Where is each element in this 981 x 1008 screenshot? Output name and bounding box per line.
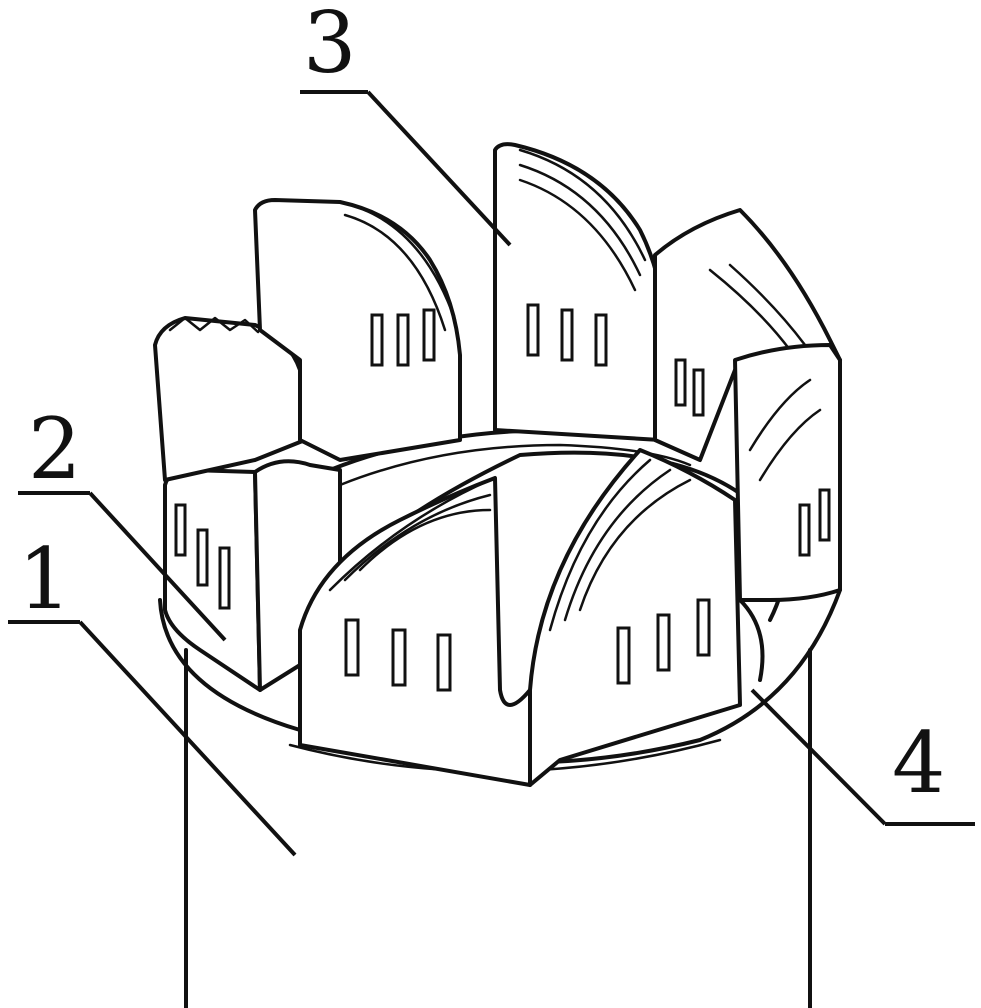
blade-right xyxy=(733,343,842,602)
slot xyxy=(391,628,407,687)
slot xyxy=(656,613,671,672)
slot xyxy=(396,313,410,367)
slot xyxy=(218,546,231,610)
slot xyxy=(196,528,209,587)
slot xyxy=(616,626,631,685)
callout-label-4: 4 xyxy=(892,714,945,812)
slot xyxy=(798,503,811,557)
leader-lines xyxy=(8,90,975,857)
blade-back-left xyxy=(253,198,462,462)
slot xyxy=(818,488,831,542)
slot xyxy=(674,358,687,407)
leader-line-4 xyxy=(750,688,887,826)
callout-label-2: 2 xyxy=(28,400,81,498)
slot xyxy=(692,368,705,417)
leader-line-2 xyxy=(88,491,227,642)
slot xyxy=(422,308,436,362)
slot xyxy=(560,308,574,362)
callout-label-1: 1 xyxy=(18,530,71,628)
slot xyxy=(370,313,384,367)
slot xyxy=(174,503,187,557)
slot xyxy=(594,313,608,367)
slot xyxy=(696,598,711,657)
slot xyxy=(344,618,360,677)
blade-back-center xyxy=(493,142,667,442)
leader-line-3 xyxy=(366,90,512,247)
blade-front-center xyxy=(298,476,532,787)
blade-back-right xyxy=(653,208,842,462)
slot xyxy=(436,633,452,692)
blade-front-right xyxy=(528,448,742,787)
slot xyxy=(526,303,540,357)
callout-label-3: 3 xyxy=(303,0,356,92)
leader-line-1 xyxy=(78,620,297,857)
